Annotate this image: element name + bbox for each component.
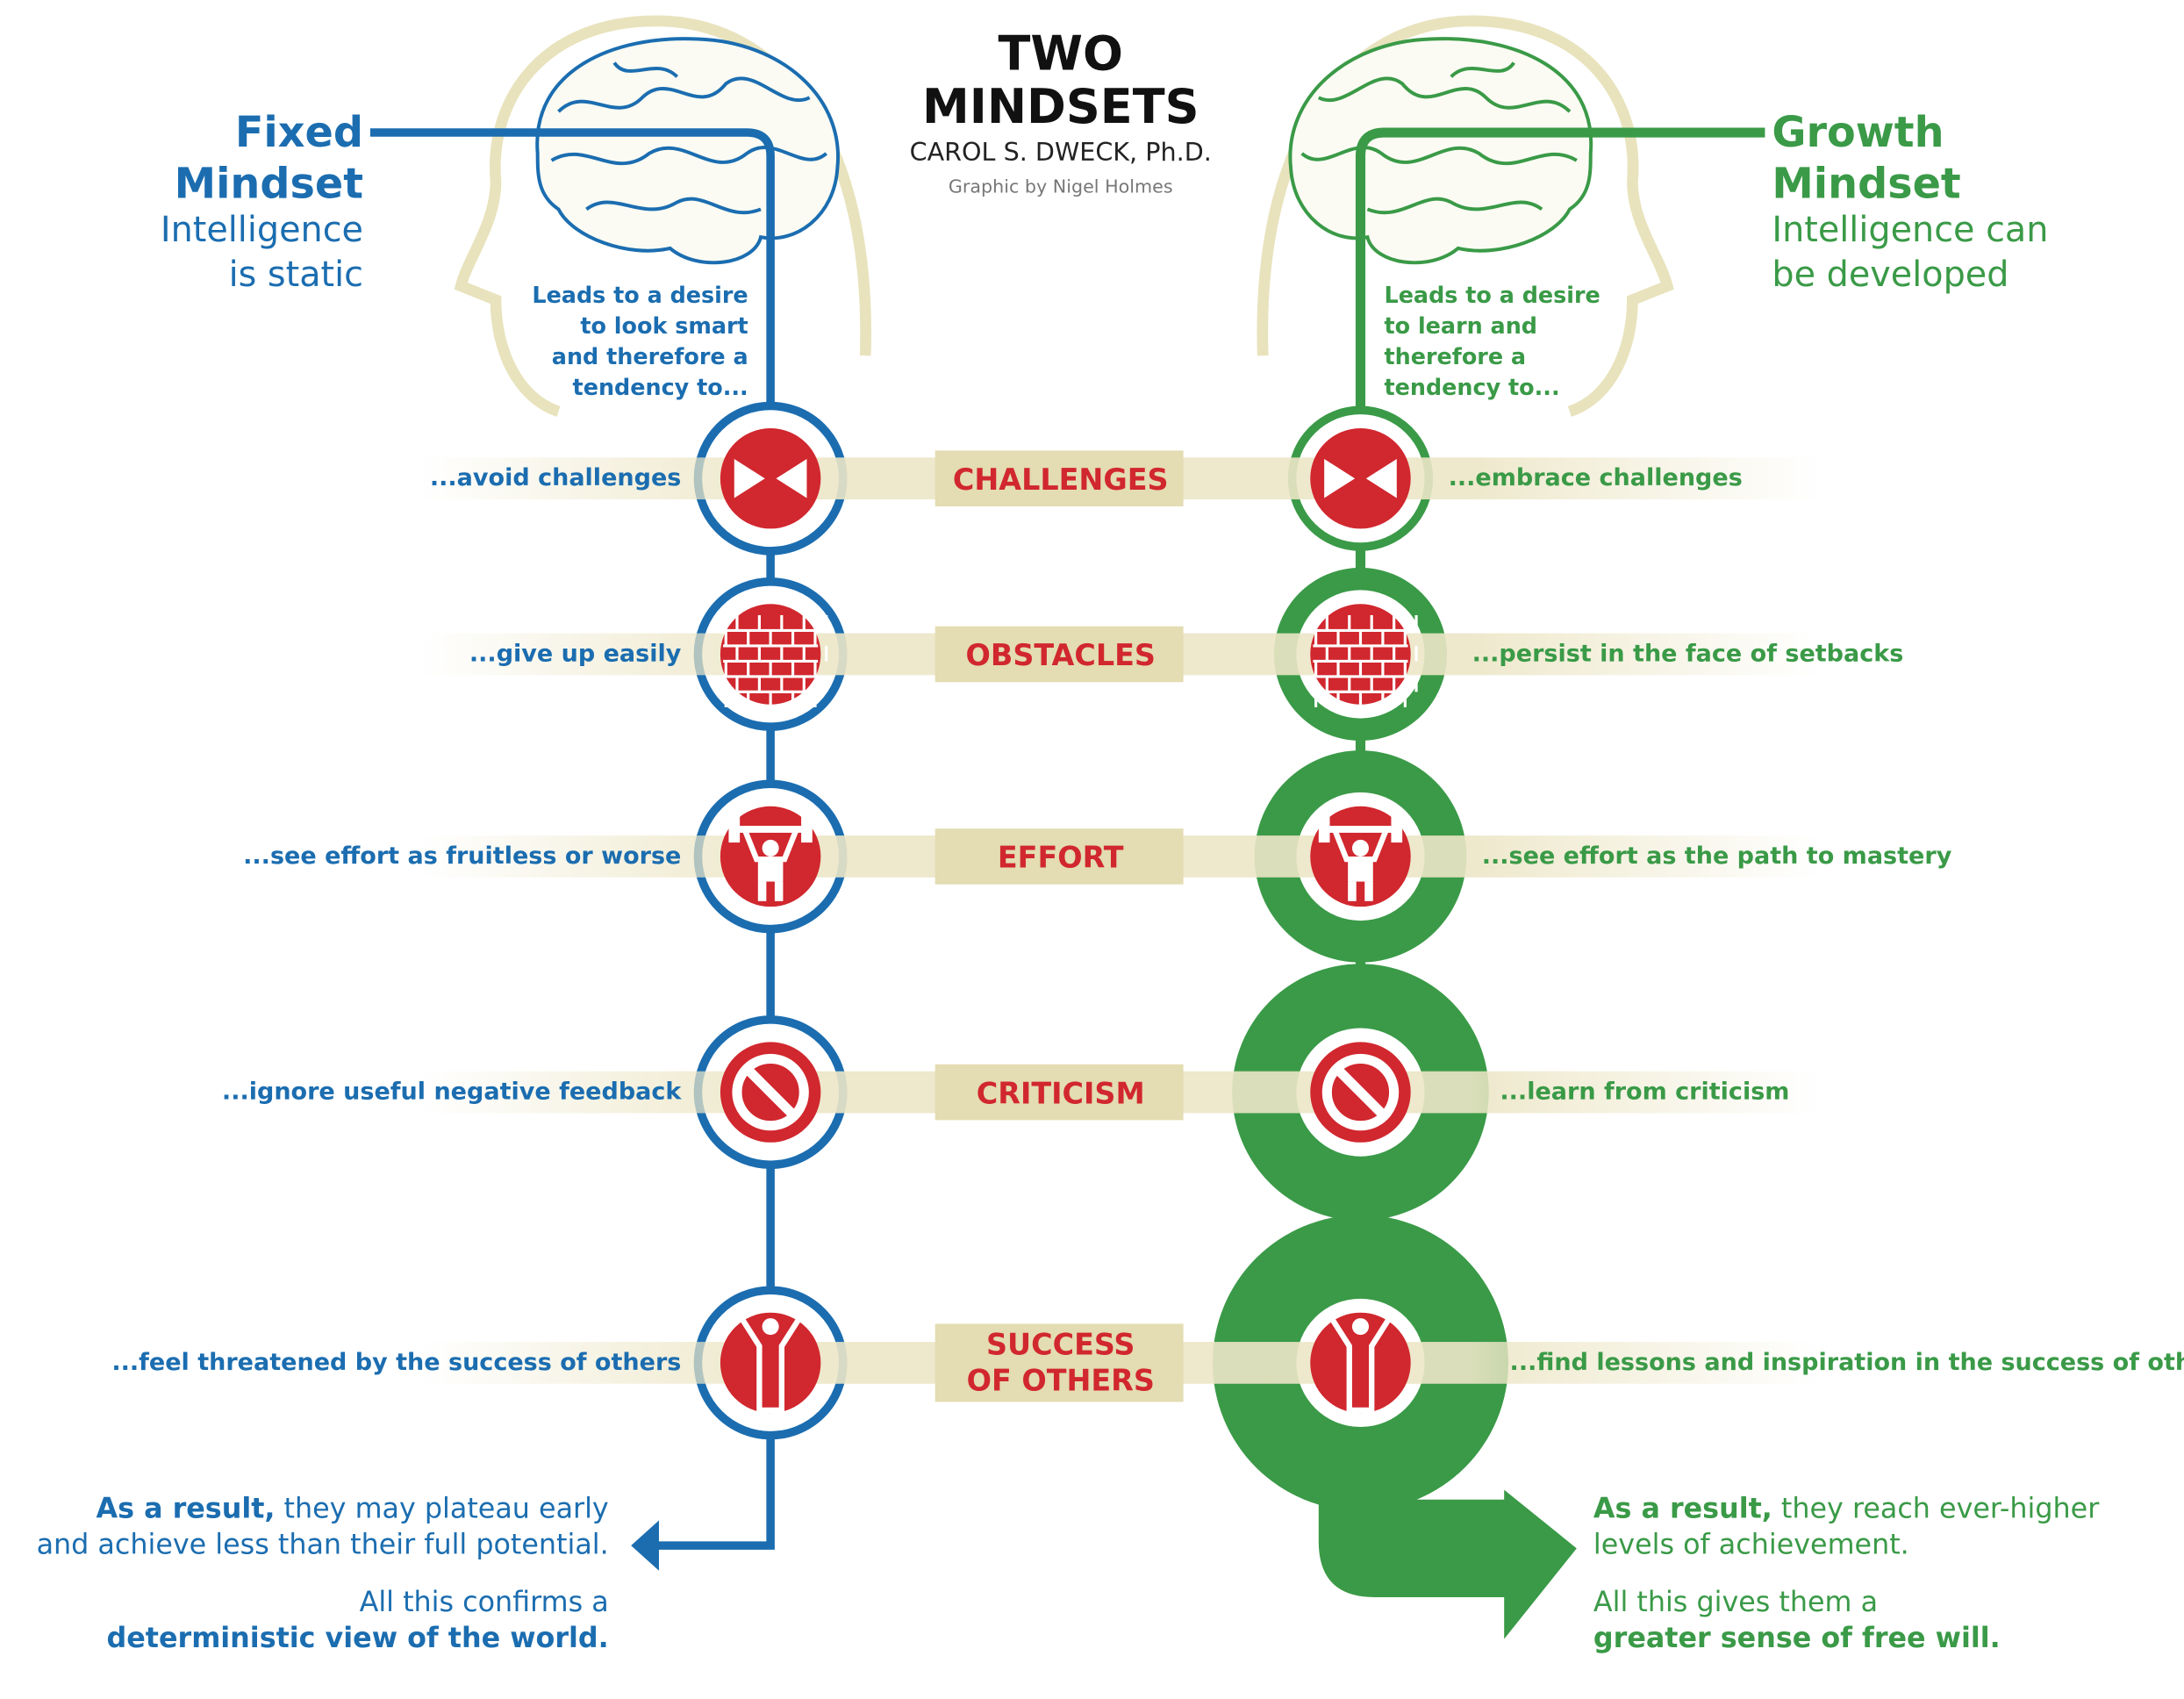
- fixed-title-2: Mindset: [175, 161, 363, 209]
- fixed-behavior: ...give up easily: [469, 640, 682, 667]
- weightlifter-icon: [1310, 806, 1411, 907]
- row-label: CHALLENGES: [953, 462, 1169, 497]
- brick-wall-icon: [720, 604, 828, 707]
- fixed-result-bold: As a result,: [97, 1493, 276, 1524]
- row-label-box: [934, 626, 1184, 683]
- growth-lead-line: to learn and: [1384, 312, 1537, 339]
- brick-wall-icon: [1310, 604, 1418, 707]
- growth-title-1: Growth: [1772, 109, 1944, 157]
- fixed-subtitle-2: is static: [229, 254, 363, 295]
- growth-behavior: ...see effort as the path to mastery: [1482, 842, 1952, 870]
- growth-lead-line: therefore a: [1384, 343, 1526, 369]
- fixed-result-line-1: As a result, they may plateau early: [97, 1493, 609, 1524]
- person-arms-up-icon: [720, 1312, 821, 1414]
- fixed-behavior: ...ignore useful negative feedback: [222, 1079, 682, 1106]
- fixed-confirm-2: deterministic view of the world.: [107, 1623, 609, 1654]
- growth-confirm-1: All this gives them a: [1593, 1587, 1878, 1618]
- growth-subtitle-2: be developed: [1772, 254, 2009, 295]
- fixed-brain-icon: [535, 37, 840, 265]
- fixed-result: As a result, they may plateau early and …: [37, 1493, 609, 1654]
- growth-behavior: ...embrace challenges: [1449, 464, 1743, 491]
- growth-subtitle-1: Intelligence can: [1772, 210, 2048, 250]
- growth-lead-line: Leads to a desire: [1384, 282, 1600, 308]
- growth-result-rest: they reach ever-higher: [1772, 1493, 2100, 1524]
- fixed-lead-line: and therefore a: [552, 343, 748, 369]
- fixed-subtitle-1: Intelligence: [161, 210, 363, 250]
- growth-result: As a result, they reach ever-higher leve…: [1593, 1493, 2100, 1654]
- growth-behavior: ...learn from criticism: [1500, 1079, 1789, 1106]
- row-label: EFFORT: [998, 841, 1124, 875]
- mindset-row: CRITICISM ...ignore useful negative feedb…: [222, 964, 1822, 1221]
- title-block: TWO MINDSETS CAROL S. DWECK, Ph.D. Graph…: [910, 25, 1212, 197]
- growth-lead-line: tendency to...: [1384, 374, 1559, 400]
- row-label-box: [934, 1064, 1184, 1121]
- title-line-1: TWO: [999, 25, 1123, 81]
- growth-result-line-1: As a result, they reach ever-higher: [1593, 1493, 2100, 1524]
- fixed-heading: Fixed Mindset Intelligence is static: [161, 109, 363, 295]
- fixed-lead: Leads to a desire to look smart and ther…: [532, 282, 748, 400]
- fixed-arrowhead: [631, 1520, 659, 1571]
- row-label: OBSTACLES: [966, 638, 1156, 672]
- growth-heading: Growth Mindset Intelligence can be devel…: [1772, 109, 2048, 295]
- row-label-box: [934, 450, 1184, 506]
- mindset-row: EFFORT ...see effort as fruitless or wors…: [243, 750, 1952, 963]
- fixed-result-rest: they may plateau early: [275, 1493, 608, 1524]
- title-line-2: MINDSETS: [922, 79, 1199, 134]
- fixed-lead-line: Leads to a desire: [532, 282, 748, 308]
- arrows-icon: [1310, 427, 1411, 529]
- growth-result-bold: As a result,: [1593, 1493, 1772, 1524]
- growth-behavior: ...find lessons and inspiration in the s…: [1510, 1349, 2184, 1376]
- row-label: OF OTHERS: [967, 1364, 1155, 1398]
- person-arms-up-icon: [1310, 1312, 1411, 1414]
- credit: Graphic by Nigel Holmes: [949, 176, 1173, 197]
- growth-title-2: Mindset: [1772, 161, 1960, 209]
- fixed-behavior: ...feel threatened by the success of oth…: [111, 1349, 681, 1376]
- prohibited-icon: [720, 1042, 821, 1143]
- mindset-row: OBSTACLES ...give up easily ...persist in …: [419, 567, 1904, 742]
- arrows-icon: [720, 427, 821, 529]
- growth-lead: Leads to a desire to learn and therefore…: [1384, 282, 1600, 400]
- fixed-result-line-2: and achieve less than their full potenti…: [37, 1530, 609, 1561]
- fixed-confirm-1: All this confirms a: [360, 1587, 609, 1618]
- growth-result-line-2: levels of achievement.: [1593, 1530, 1909, 1561]
- growth-confirm-2: greater sense of free will.: [1593, 1623, 2001, 1654]
- mindset-row: CHALLENGES ...avoid challenges ...embrace …: [419, 401, 1822, 556]
- fixed-lead-line: to look smart: [580, 312, 748, 339]
- fixed-path-line: [369, 128, 775, 1550]
- growth-brain-icon: [1288, 37, 1593, 265]
- weightlifter-icon: [720, 806, 821, 907]
- row-label-box: [934, 828, 1184, 885]
- row-label: CRITICISM: [977, 1076, 1145, 1110]
- fixed-lead-line: tendency to...: [573, 374, 748, 400]
- growth-behavior: ...persist in the face of setbacks: [1472, 640, 1904, 667]
- fixed-title-1: Fixed: [235, 109, 363, 157]
- prohibited-icon: [1310, 1042, 1411, 1143]
- growth-path-line: [1355, 127, 1765, 1395]
- fixed-behavior: ...see effort as fruitless or worse: [243, 842, 681, 870]
- row-label-box: [934, 1323, 1184, 1402]
- author: CAROL S. DWECK, Ph.D.: [910, 137, 1212, 167]
- fixed-behavior: ...avoid challenges: [430, 464, 681, 491]
- row-label: SUCCESS: [986, 1327, 1135, 1361]
